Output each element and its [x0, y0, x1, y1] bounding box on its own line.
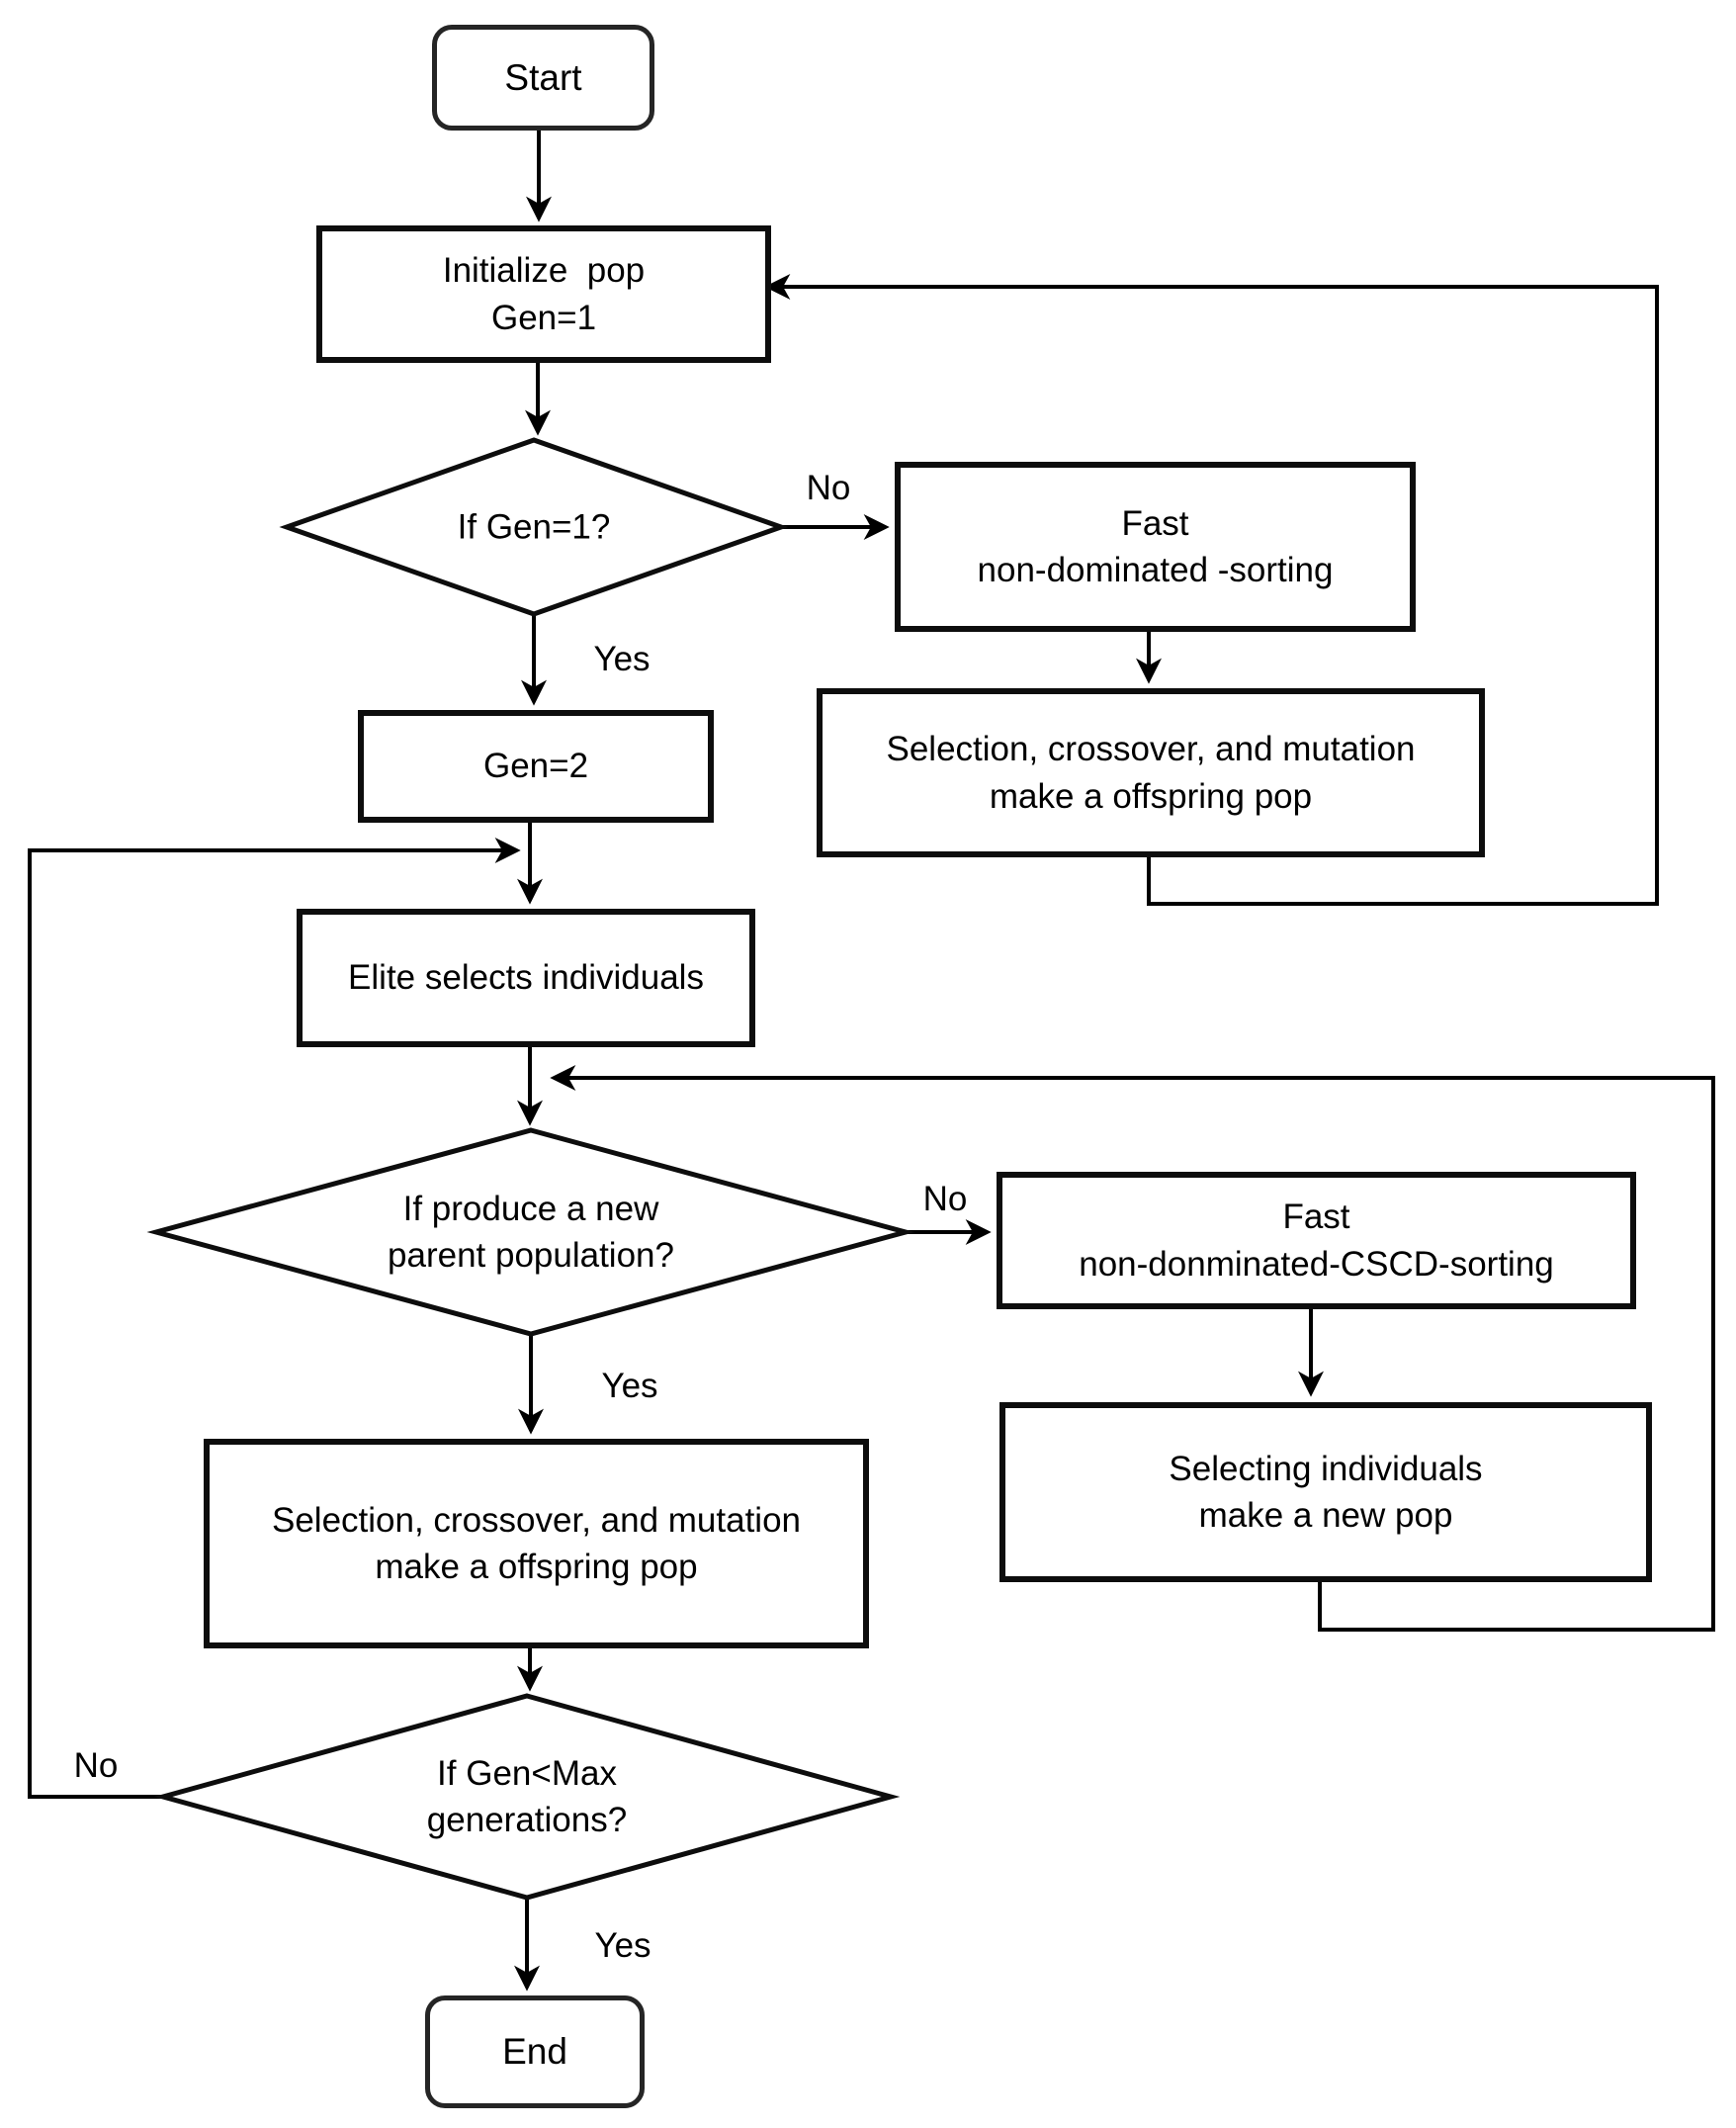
node-selecting-individuals-new-pop-line2: make a new pop: [1198, 1496, 1453, 1535]
decision-if-gen1-label: If Gen=1?: [457, 507, 611, 547]
node-end: End: [425, 1995, 645, 2108]
node-elite-selects-individuals: Elite selects individuals: [297, 909, 755, 1047]
node-gen2: Gen=2: [358, 710, 714, 823]
decision-if-produce-label: If produce a new parent population?: [388, 1186, 674, 1280]
node-fast-cscd-sorting-line2: non-donminated-CSCD-sorting: [1079, 1244, 1554, 1284]
node-gen2-label: Gen=2: [482, 747, 589, 786]
node-start: Start: [432, 25, 654, 131]
branch-label-if-genmax-yes: Yes: [594, 1926, 651, 1965]
node-initialize-pop-line1: Initialize pop: [442, 251, 646, 291]
decision-if-genmax-label: If Gen<Max generations?: [427, 1750, 627, 1844]
node-fast-cscd-sorting-line1: Fast: [1282, 1197, 1350, 1237]
edge-new-pop-loop-to-if-produce: [550, 1065, 1715, 1632]
decision-if-gen1-diamond: [279, 437, 789, 617]
node-initialize-pop: Initialize pop Gen=1: [316, 225, 771, 363]
node-fast-non-dominated-sorting-line2: non-dominated -sorting: [977, 551, 1334, 589]
node-selection-crossover-mutation-left-line1: Selection, crossover, and mutation: [271, 1500, 801, 1540]
decision-if-genmax-diamond: [153, 1693, 901, 1901]
node-selection-crossover-mutation-left-line2: make a offspring pop: [375, 1548, 698, 1586]
node-selection-crossover-mutation-right-line1: Selection, crossover, and mutation: [886, 730, 1416, 769]
branch-label-if-produce-no: No: [922, 1180, 968, 1218]
node-fast-non-dominated-sorting: Fast non-dominated -sorting: [895, 462, 1416, 632]
decision-if-produce-diamond: [146, 1127, 915, 1337]
branch-label-if-produce-yes: Yes: [601, 1367, 658, 1405]
node-selecting-individuals-new-pop: Selecting individuals make a new pop: [999, 1402, 1652, 1582]
node-selecting-individuals-new-pop-line1: Selecting individuals: [1169, 1449, 1483, 1488]
node-fast-non-dominated-sorting-line1: Fast: [1121, 503, 1189, 543]
node-fast-cscd-sorting: Fast non-donminated-CSCD-sorting: [997, 1172, 1636, 1309]
node-end-label: End: [502, 2031, 567, 2073]
node-initialize-pop-line2: Gen=1: [490, 298, 597, 337]
node-elite-selects-individuals-label: Elite selects individuals: [348, 958, 704, 998]
edge-if-genmax-no-loop-to-elite-branch: [28, 838, 521, 1799]
branch-label-if-gen1-yes: Yes: [593, 640, 651, 678]
node-selection-crossover-mutation-left: Selection, crossover, and mutation make …: [204, 1439, 869, 1648]
branch-label-if-genmax-no: No: [73, 1746, 119, 1785]
decision-if-genmax-line1: If Gen<Max: [437, 1753, 617, 1793]
node-start-label: Start: [504, 56, 582, 98]
edge-selection-right-loop-to-init: [764, 274, 1659, 906]
decision-if-genmax-line2: generations?: [426, 1801, 628, 1839]
node-selection-crossover-mutation-right: Selection, crossover, and mutation make …: [817, 688, 1485, 857]
node-selection-crossover-mutation-right-line2: make a offspring pop: [989, 776, 1313, 816]
decision-if-produce-line1: If produce a new: [402, 1189, 659, 1228]
decision-if-produce-line2: parent population?: [388, 1236, 674, 1275]
branch-label-if-gen1-no: No: [806, 469, 851, 507]
